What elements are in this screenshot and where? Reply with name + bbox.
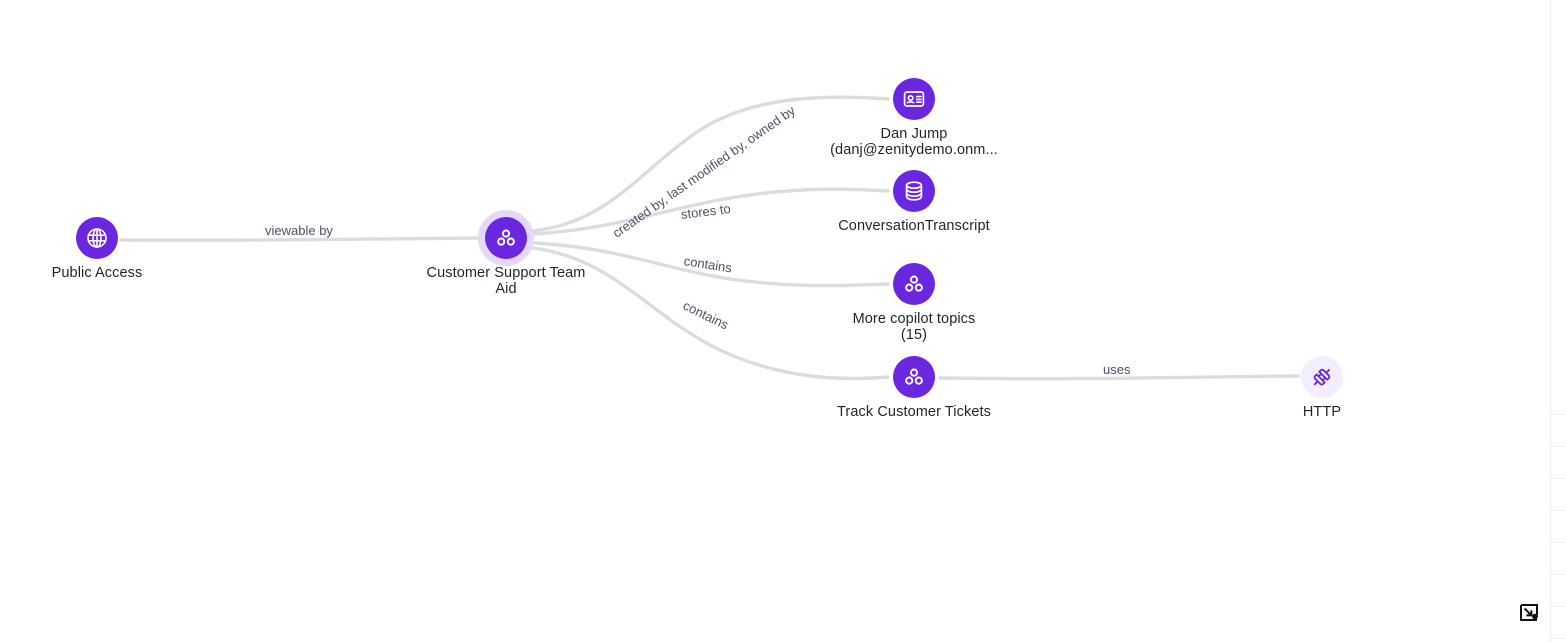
node-label: Dan Jump (danj@zenitydemo.onm... bbox=[830, 126, 998, 158]
panel-row[interactable] bbox=[1551, 415, 1566, 447]
node-label: Track Customer Tickets bbox=[837, 404, 991, 420]
node-icon-wrapper[interactable] bbox=[893, 263, 935, 305]
node-label: More copilot topics (15) bbox=[852, 311, 976, 343]
database-icon bbox=[902, 179, 926, 203]
panel-row[interactable] bbox=[1551, 607, 1566, 639]
node-icon-wrapper[interactable] bbox=[893, 170, 935, 212]
edge-label: viewable by bbox=[265, 223, 333, 238]
graph-node-more-copilot-topics[interactable]: More copilot topics (15) bbox=[824, 263, 1004, 343]
panel-row[interactable] bbox=[1551, 447, 1566, 479]
globe-icon bbox=[85, 226, 109, 250]
edge-label: uses bbox=[1103, 362, 1131, 377]
node-icon-wrapper[interactable] bbox=[1301, 356, 1343, 398]
panel-row[interactable] bbox=[1551, 511, 1566, 543]
copilot-topic-icon bbox=[902, 365, 926, 389]
fit-screen-icon bbox=[1518, 603, 1540, 628]
graph-node-conversation-transcript[interactable]: ConversationTranscript bbox=[824, 170, 1004, 235]
edge-label: contains bbox=[680, 297, 731, 333]
panel-row[interactable] bbox=[1551, 0, 1566, 415]
plug-connector-icon bbox=[1309, 364, 1335, 390]
graph-node-http[interactable]: HTTP bbox=[1232, 356, 1412, 421]
edge-label: stores to bbox=[680, 200, 732, 222]
panel-row[interactable] bbox=[1551, 479, 1566, 511]
node-label: Customer Support Team Aid bbox=[426, 265, 586, 297]
panel-row[interactable] bbox=[1551, 543, 1566, 575]
edge-label: contains bbox=[682, 253, 733, 276]
edge-label: created by, last modified by, owned by bbox=[609, 102, 798, 241]
panel-row[interactable] bbox=[1551, 575, 1566, 607]
node-icon-wrapper[interactable] bbox=[893, 356, 935, 398]
node-icon-wrapper[interactable] bbox=[893, 78, 935, 120]
graph-node-customer-support-team-aid[interactable]: Customer Support Team Aid bbox=[416, 217, 596, 297]
node-icon-wrapper[interactable] bbox=[76, 217, 118, 259]
contact-card-icon bbox=[902, 87, 926, 111]
node-icon-wrapper[interactable] bbox=[485, 217, 527, 259]
copilot-topic-icon bbox=[494, 226, 518, 250]
node-label: HTTP bbox=[1302, 404, 1342, 420]
right-side-panel[interactable] bbox=[1550, 0, 1566, 642]
node-label: Public Access bbox=[51, 265, 143, 281]
graph-node-dan-jump[interactable]: Dan Jump (danj@zenitydemo.onm... bbox=[824, 78, 1004, 158]
graph-node-track-customer-tickets[interactable]: Track Customer Tickets bbox=[824, 356, 1004, 421]
graph-node-public-access[interactable]: Public Access bbox=[7, 217, 187, 282]
fit-to-screen-button[interactable] bbox=[1508, 594, 1550, 636]
copilot-topic-icon bbox=[902, 272, 926, 296]
node-label: ConversationTranscript bbox=[838, 218, 990, 234]
